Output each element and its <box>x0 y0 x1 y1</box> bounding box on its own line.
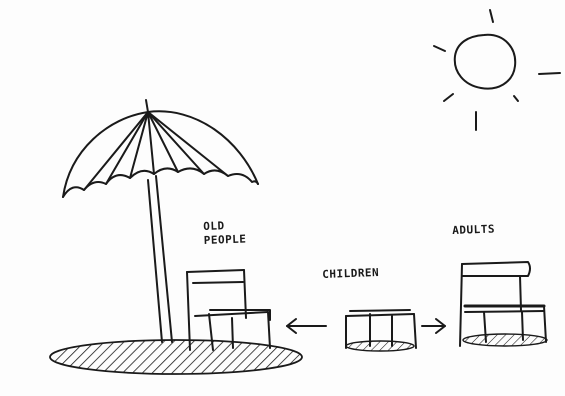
children-stool <box>346 310 416 351</box>
old-people-chair <box>187 270 270 350</box>
umbrella-shadow <box>50 340 302 374</box>
arrow-left-icon <box>287 319 326 333</box>
old-people-label-line1: OLD <box>203 219 246 234</box>
arrow-right-icon <box>422 319 445 333</box>
old-people-label-line2: PEOPLE <box>203 232 246 247</box>
adults-chair <box>460 262 547 346</box>
adults-label: ADULTS <box>452 223 495 238</box>
sun-icon <box>434 10 560 130</box>
children-label: CHILDREN <box>322 266 379 282</box>
old-people-label: OLD PEOPLE <box>203 219 247 248</box>
